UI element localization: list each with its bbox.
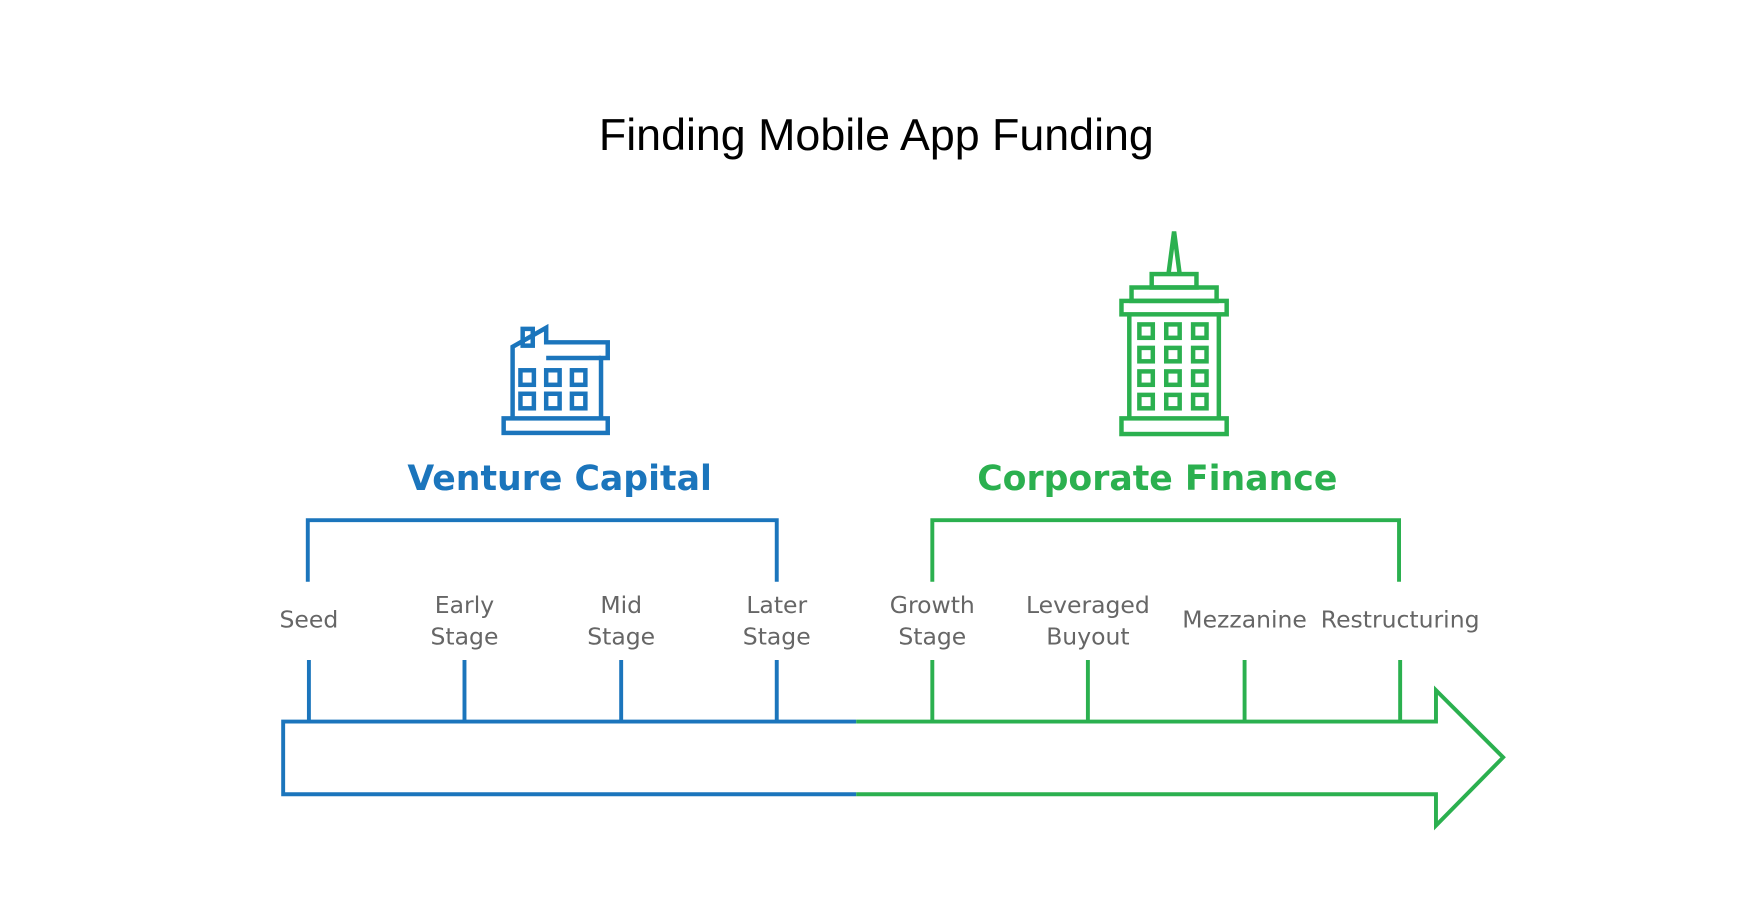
stage-label: Restructuring — [1321, 606, 1480, 634]
stage-label: Seed — [280, 606, 339, 634]
timeline-arrow-corporate — [856, 685, 1506, 831]
venture-capital-bracket — [305, 518, 779, 582]
stage-label: Stage — [743, 622, 811, 650]
stage-label: Stage — [898, 622, 966, 650]
stage-label: Buyout — [1046, 622, 1129, 650]
skyscraper-icon — [1119, 231, 1229, 437]
stage-label: Later — [746, 591, 807, 619]
stage-label: Mezzanine — [1182, 606, 1307, 634]
stage-label: Mid — [600, 591, 642, 619]
stage-seed: Seed — [280, 606, 339, 722]
stage-label: Leveraged — [1026, 591, 1150, 619]
stage-label: Stage — [431, 622, 499, 650]
stage-label: Stage — [587, 622, 655, 650]
stage-label: Early — [435, 591, 494, 619]
stage-label: Growth — [890, 591, 975, 619]
factory-building-icon — [501, 323, 610, 436]
timeline-arrow-venture — [281, 719, 857, 797]
group-label-corporate-finance: Corporate Finance — [977, 459, 1337, 499]
stage-restructuring: Restructuring — [1321, 606, 1480, 722]
stage-mezzanine: Mezzanine — [1182, 606, 1307, 722]
corporate-finance-bracket — [930, 518, 1401, 582]
group-label-venture-capital: Venture Capital — [407, 459, 712, 499]
diagram-title: Finding Mobile App Funding — [599, 110, 1154, 160]
